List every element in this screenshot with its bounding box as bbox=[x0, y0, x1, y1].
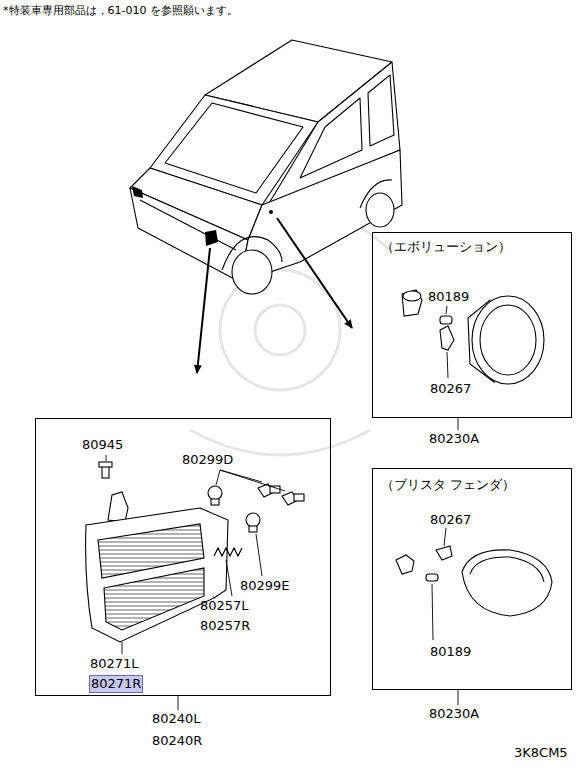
group-heading: （エボリューション） bbox=[381, 239, 511, 255]
callout-number: 80189 bbox=[428, 289, 469, 305]
parts-group-box: （ブリスタ フェンダ）80230A bbox=[372, 468, 572, 690]
assembly-number: 80230A bbox=[429, 706, 479, 722]
assembly-number: 80240R bbox=[152, 733, 202, 749]
drawing-code: 3K8CM5 bbox=[514, 745, 568, 761]
callout-number: 80189 bbox=[430, 644, 471, 660]
callout-number: 80271L bbox=[90, 656, 139, 672]
callout-number: 80271R bbox=[90, 676, 142, 692]
callout-number: 80267 bbox=[430, 381, 471, 397]
callout-number: 80299D bbox=[182, 452, 233, 468]
callout-number: 80257R bbox=[200, 618, 250, 634]
callout-number: 80257L bbox=[200, 598, 249, 614]
parts-group-box: （エボリューション）80230A bbox=[372, 232, 572, 418]
assembly-number: 80230A bbox=[429, 431, 479, 447]
callout-number: 80945 bbox=[82, 437, 123, 453]
group-heading: （ブリスタ フェンダ） bbox=[381, 477, 515, 493]
note-text: *特装車専用部品は，61-010 を参照願います。 bbox=[3, 4, 238, 17]
callout-number: 80267 bbox=[430, 512, 471, 528]
callout-number: 80299E bbox=[240, 578, 290, 594]
assembly-number: 80240L bbox=[152, 711, 201, 727]
